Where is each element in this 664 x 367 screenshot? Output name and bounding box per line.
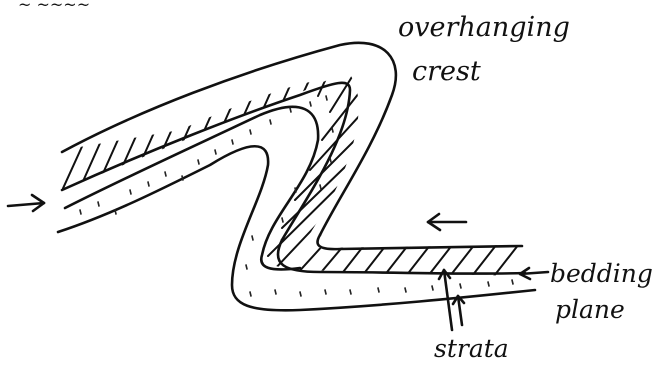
strata-label: strata — [434, 334, 509, 363]
overhanging-crest-label-line2: crest — [412, 56, 481, 87]
bedding-plane-label-line2: plane — [555, 295, 625, 324]
left-compression-arrow-icon — [8, 195, 44, 211]
right-compression-arrow-icon — [428, 214, 466, 230]
overhanging-crest-label-line1: overhanging — [398, 12, 570, 43]
bedding-plane-label-line1: bedding — [550, 259, 653, 288]
top-fragment-text: ~ ~~~~ — [18, 0, 90, 14]
upper-layer-top-edge — [62, 43, 396, 235]
bedding-plane-pointer — [520, 268, 548, 279]
syncline-inner-edge — [317, 235, 522, 249]
